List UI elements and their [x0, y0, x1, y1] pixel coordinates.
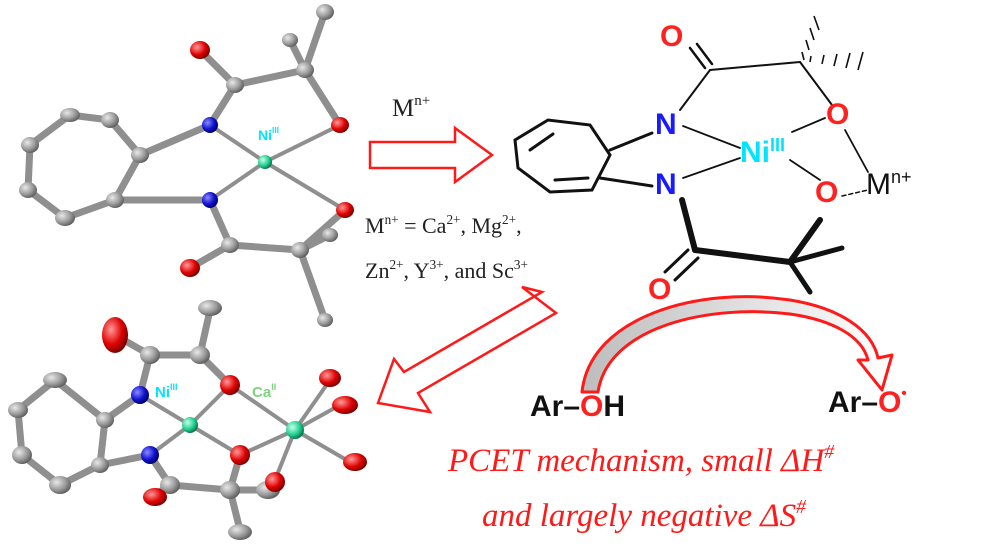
- text-sup: 2+: [389, 257, 404, 272]
- nickel-label-top: NiIII: [258, 125, 279, 143]
- reactant-aroh: Ar–OH: [530, 392, 625, 422]
- nitrogen-lower-label: N: [655, 168, 677, 201]
- metal-list-line1: Mn+ = Ca2+, Mg2+,: [365, 212, 522, 238]
- product-aro-radical: Ar–O•: [828, 385, 907, 419]
- metal-charge: n+: [891, 167, 912, 187]
- oxygen-bottom-label: O: [648, 273, 672, 306]
- metal-label-structure: Mn+: [866, 167, 912, 201]
- atoms-top: [19, 4, 354, 327]
- hashed-bonds: [801, 15, 864, 71]
- oxygen-top-label: O: [660, 20, 684, 53]
- text-part: , and Sc: [443, 258, 514, 283]
- text-part: Zn: [365, 258, 390, 283]
- metal-charge: n+: [414, 93, 431, 109]
- oxygen-text: O: [878, 386, 902, 419]
- ca-oxidation: II: [271, 382, 277, 392]
- text-part: M: [365, 213, 385, 238]
- reaction-arrow-right: [368, 125, 495, 185]
- metal-symbol: M: [392, 95, 415, 122]
- text-part: = Ca: [398, 213, 447, 238]
- reaction-arrow-diagonal: [376, 285, 559, 414]
- radical-dot: •: [901, 385, 907, 402]
- ca-symbol: Ca: [252, 384, 272, 401]
- ni-symbol: Ni: [740, 136, 770, 169]
- hydrogen-text: H: [603, 390, 626, 423]
- calcium-label-bottom: CaII: [252, 382, 277, 401]
- text-part: , Y: [403, 258, 430, 283]
- nickel-label-structure: NiIII: [740, 135, 786, 169]
- text-sup: 3+: [513, 257, 528, 272]
- nitrogen-upper-label: N: [655, 108, 677, 141]
- text-part: , Mg: [460, 213, 503, 238]
- chemical-structure: [513, 42, 869, 295]
- caption-var: H: [800, 443, 825, 479]
- atoms-bottom: [8, 300, 367, 540]
- caption-var: S: [779, 498, 797, 534]
- oxygen-text: O: [580, 390, 604, 423]
- oxygen-right-lower-label: O: [815, 176, 839, 209]
- ni-symbol: Ni: [155, 384, 170, 401]
- text-part: ,: [516, 213, 522, 238]
- aryl-text: Ar–: [530, 390, 581, 423]
- text-sup: n+: [384, 212, 399, 227]
- text-sup: 2+: [446, 212, 461, 227]
- ni-oxidation: III: [272, 125, 279, 135]
- caption-line2: and largely negative ΔS#: [482, 497, 806, 534]
- caption-line1: PCET mechanism, small ΔH#: [448, 442, 834, 479]
- pcet-curved-arrow: [580, 295, 894, 394]
- caption-text: and largely negative Δ: [482, 498, 780, 534]
- text-sup: 3+: [429, 257, 444, 272]
- metal-symbol: M: [866, 168, 891, 201]
- nickel-label-bottom: NiIII: [155, 382, 178, 401]
- caption-sup: #: [824, 441, 835, 463]
- metal-list-line2: Zn2+, Y3+, and Sc3+: [365, 257, 528, 283]
- oxygen-right-upper-label: O: [826, 98, 850, 131]
- aryl-text: Ar–: [828, 386, 879, 419]
- caption-text: PCET mechanism, small Δ: [448, 443, 801, 479]
- ni-oxidation: III: [770, 135, 786, 155]
- text-sup: 2+: [502, 212, 517, 227]
- ni-symbol: Ni: [258, 127, 272, 143]
- arrow-metal-label: Mn+: [392, 93, 431, 122]
- ni-oxidation: III: [170, 382, 178, 392]
- caption-sup: #: [796, 496, 807, 518]
